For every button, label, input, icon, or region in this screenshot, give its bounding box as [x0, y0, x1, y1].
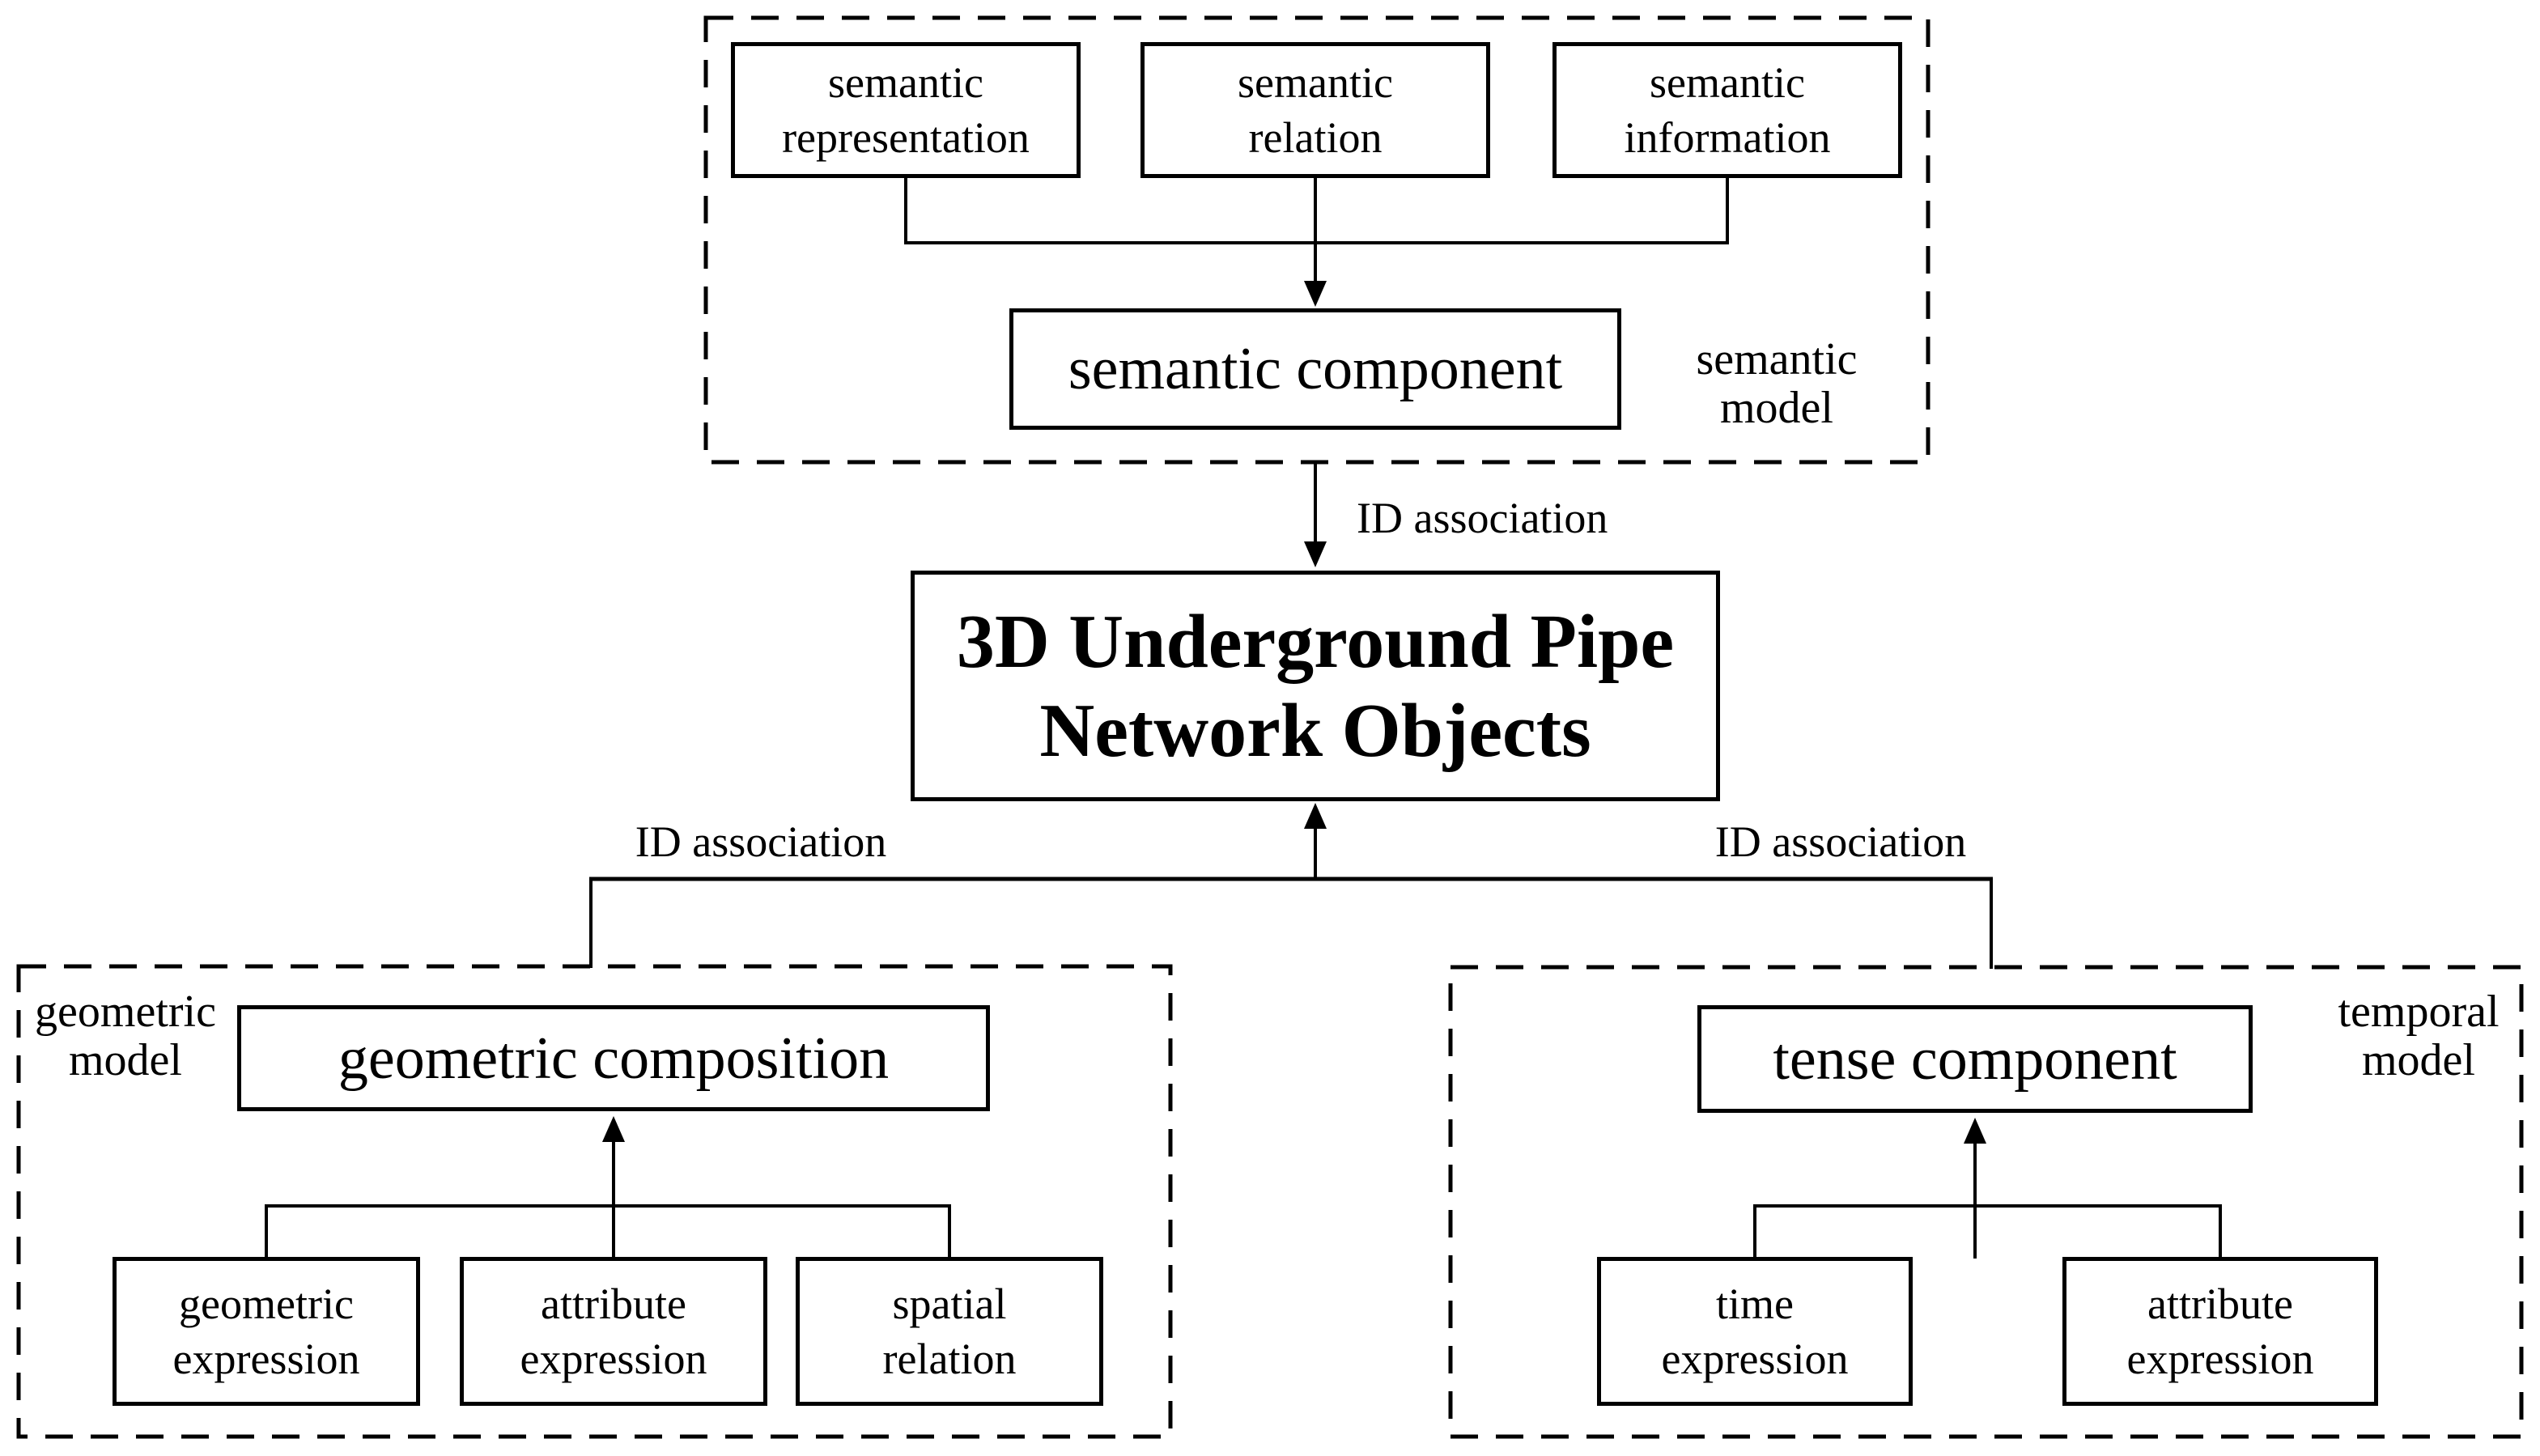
id-association-label-top: ID association: [1357, 494, 1608, 542]
group-label-line: model: [2362, 1035, 2475, 1085]
box-label-line: expression: [520, 1335, 707, 1383]
box-semantic-component: semantic component: [1009, 308, 1621, 430]
box-label-line: geometric composition: [338, 1025, 890, 1092]
arrowhead-up-icon: [1964, 1118, 1986, 1144]
temporal-model-group-label: temporal model: [2317, 987, 2520, 1085]
geometric-model-boundary: [16, 964, 1173, 1439]
box-label-line: information: [1624, 113, 1831, 162]
box-semantic-relation: semantic relation: [1140, 42, 1490, 178]
box-semantic-information: semantic information: [1552, 42, 1902, 178]
id-association-label-right: ID association: [1714, 817, 1967, 866]
box-label-line: semantic: [1238, 58, 1393, 107]
arrowhead-up-icon: [1304, 803, 1327, 829]
semantic-model-group-label: semantic model: [1655, 335, 1898, 432]
group-label-line: geometric: [35, 987, 216, 1037]
group-label-line: temporal: [2338, 987, 2500, 1037]
group-label-line: semantic: [1696, 334, 1858, 384]
group-label-line: model: [69, 1035, 182, 1085]
box-label-line: relation: [882, 1335, 1017, 1383]
box-label-line: expression: [1661, 1335, 1849, 1383]
box-3d-underground-pipe-network-objects: 3D Underground Pipe Network Objects: [911, 571, 1720, 801]
arrowhead-down-icon: [1304, 281, 1327, 307]
box-label-line: expression: [172, 1335, 360, 1383]
box-semantic-representation: semantic representation: [731, 42, 1081, 178]
box-geometric-composition: geometric composition: [237, 1005, 990, 1111]
arrowhead-up-icon: [602, 1116, 625, 1142]
id-association-label-left: ID association: [635, 817, 887, 866]
group-label-line: model: [1720, 383, 1833, 433]
box-label-line: tense component: [1773, 1025, 2177, 1093]
box-time-expression: time expression: [1597, 1257, 1913, 1406]
geometric-model-group-label: geometric model: [24, 987, 227, 1085]
box-label-line: relation: [1248, 113, 1383, 162]
box-label-line: semantic: [1650, 58, 1805, 107]
box-label-line: attribute: [541, 1280, 686, 1328]
box-geometric-expression: geometric expression: [113, 1257, 420, 1406]
box-label-line: semantic component: [1068, 336, 1563, 402]
arrowhead-down-icon: [1304, 541, 1327, 567]
box-spatial-relation: spatial relation: [796, 1257, 1103, 1406]
box-label-line: expression: [2126, 1335, 2314, 1383]
box-label-line: representation: [782, 113, 1030, 162]
box-label-line: attribute: [2147, 1280, 2293, 1328]
box-tense-component: tense component: [1697, 1005, 2253, 1113]
box-label-line: geometric: [179, 1280, 354, 1328]
box-label-line: time: [1716, 1280, 1794, 1328]
box-label-line: spatial: [892, 1280, 1007, 1328]
box-attribute-expression-geometric: attribute expression: [460, 1257, 767, 1406]
box-label-line: semantic: [828, 58, 983, 107]
box-attribute-expression-temporal: attribute expression: [2062, 1257, 2378, 1406]
box-label-line: 3D Underground Pipe: [956, 599, 1675, 684]
box-label-line: Network Objects: [1039, 688, 1591, 773]
